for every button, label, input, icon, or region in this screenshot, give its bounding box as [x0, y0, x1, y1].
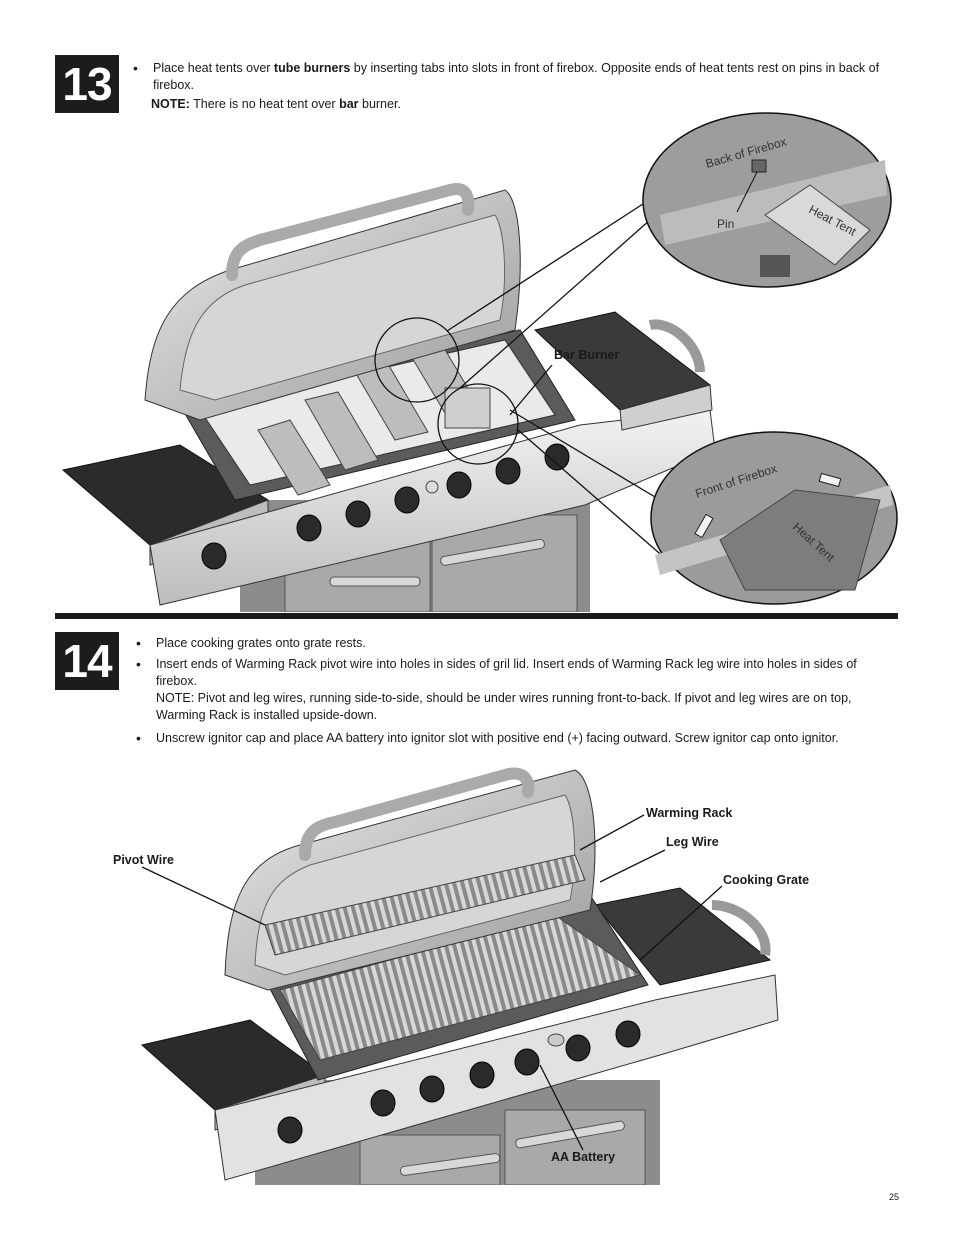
door-handle [399, 1153, 501, 1176]
label-leg-wire: Leg Wire [666, 835, 719, 849]
door-handle [329, 576, 421, 587]
step-13-number: 13 [55, 55, 119, 113]
door-handle [515, 1120, 625, 1149]
lid-handle [299, 767, 535, 861]
bullet: • [133, 60, 138, 76]
section-divider [55, 613, 898, 619]
text: Place cooking grates onto grate rests. [156, 636, 366, 650]
text-bold: tube burners [273, 61, 351, 75]
step-14-bullet-2: • Insert ends of Warming Rack pivot wire… [136, 656, 901, 724]
control-knobs [201, 443, 570, 570]
text: Insert ends of Warming Rack pivot wire i… [156, 657, 857, 671]
ignitor-button [425, 480, 439, 494]
magnified-front-of-firebox [650, 431, 898, 605]
text: firebox. [156, 674, 197, 688]
aa-battery [547, 1033, 565, 1047]
shelf-handle [648, 319, 705, 373]
step-14-bullet-3: • Unscrew ignitor cap and place AA batte… [136, 730, 901, 747]
shelf-handle [711, 900, 771, 956]
label-cooking-grate: Cooking Grate [723, 873, 810, 887]
text: Unscrew ignitor cap and place AA battery… [156, 731, 839, 745]
warming-rack [264, 854, 586, 956]
step-13-note: NOTE: There is no heat tent over bar bur… [151, 96, 851, 113]
label-pin: Pin [717, 217, 734, 231]
bar-burner-leader [509, 364, 553, 416]
label-bar-burner: Bar Burner [554, 348, 620, 362]
leader-lines [141, 814, 723, 1151]
text-bold: bar [339, 97, 359, 111]
text: Warming Rack is installed upside-down. [156, 708, 378, 722]
bar-burner [444, 387, 491, 429]
label-warming-rack: Warming Rack [646, 806, 733, 820]
text: NOTE: Pivot and leg wires, running side-… [156, 691, 852, 705]
grill-heat-tent-illustration: Back of Firebox Pin Heat Tent Front of F… [61, 112, 898, 612]
note-label: NOTE: [151, 97, 190, 111]
magnified-back-of-firebox [642, 112, 892, 288]
bullet: • [136, 656, 141, 672]
door-handle [440, 538, 545, 566]
heat-tents [257, 337, 479, 496]
bullet: • [136, 730, 141, 746]
step-13-line-2: firebox. [153, 78, 194, 92]
grill-grates-illustration [140, 767, 779, 1185]
bullet: • [136, 635, 141, 651]
control-knobs [277, 1020, 641, 1144]
step-13-line-1: Place heat tents over tube burners by in… [153, 60, 903, 77]
label-aa-battery: AA Battery [551, 1150, 616, 1164]
right-side-shelf [594, 887, 772, 986]
text: There is no heat tent over [189, 97, 340, 111]
text: burner. [358, 97, 401, 111]
step-14-number: 14 [55, 632, 119, 690]
lid-handle [226, 183, 475, 281]
detail-circle-pin [374, 317, 460, 403]
label-pivot-wire: Pivot Wire [113, 853, 175, 867]
text: Place heat tents over [153, 61, 274, 75]
detail-circle-tab [437, 383, 519, 465]
step-13-instruction: • Place heat tents over tube burners by … [133, 60, 903, 94]
text: by inserting tabs into slots in front of… [350, 61, 880, 75]
cart-door-right [504, 1109, 646, 1185]
page-number: 25 [889, 1192, 900, 1202]
step-14-bullet-1: • Place cooking grates onto grate rests. [136, 635, 901, 652]
